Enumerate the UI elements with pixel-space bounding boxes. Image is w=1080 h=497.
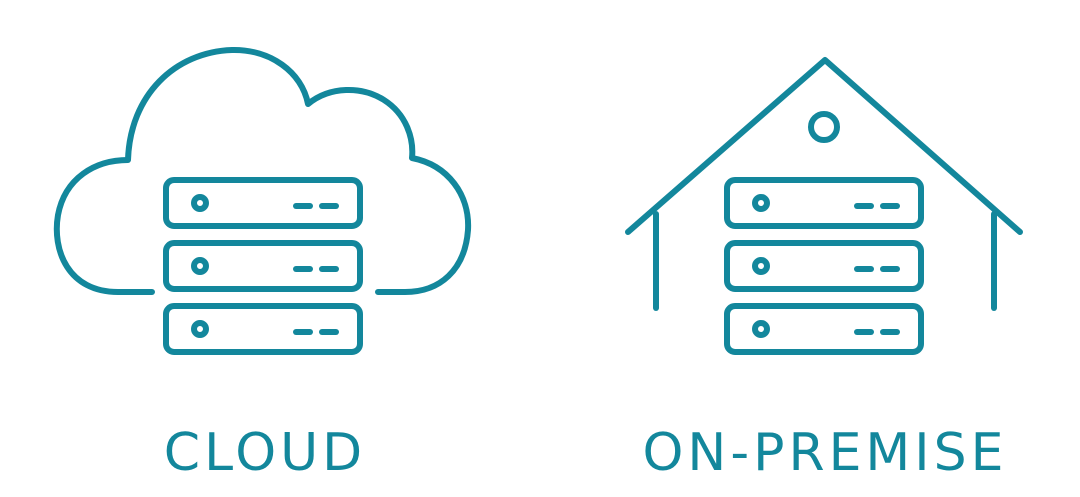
server-unit-frame [724, 240, 924, 292]
server-unit [163, 240, 363, 292]
house-icon [625, 57, 1023, 311]
server-unit [724, 303, 924, 355]
server-unit [163, 303, 363, 355]
server-unit [724, 177, 924, 229]
status-led-icon [752, 257, 770, 275]
server-unit-frame [163, 240, 363, 292]
status-led-icon [752, 320, 770, 338]
status-led-icon [191, 320, 209, 338]
server-unit [724, 240, 924, 292]
cloud-label: CLOUD [163, 423, 367, 483]
server-stack-cloud [163, 177, 363, 355]
server-unit [163, 177, 363, 229]
server-unit-frame [163, 177, 363, 229]
on-premise-label: ON-PREMISE [642, 423, 1008, 483]
server-stack-on-premise [724, 177, 924, 355]
status-led-icon [191, 257, 209, 275]
server-unit-frame [163, 303, 363, 355]
server-unit-frame [724, 177, 924, 229]
status-led-icon [191, 194, 209, 212]
vent-icon [808, 111, 840, 143]
cloud-icon [53, 46, 472, 295]
status-led-icon [752, 194, 770, 212]
server-unit-frame [724, 303, 924, 355]
